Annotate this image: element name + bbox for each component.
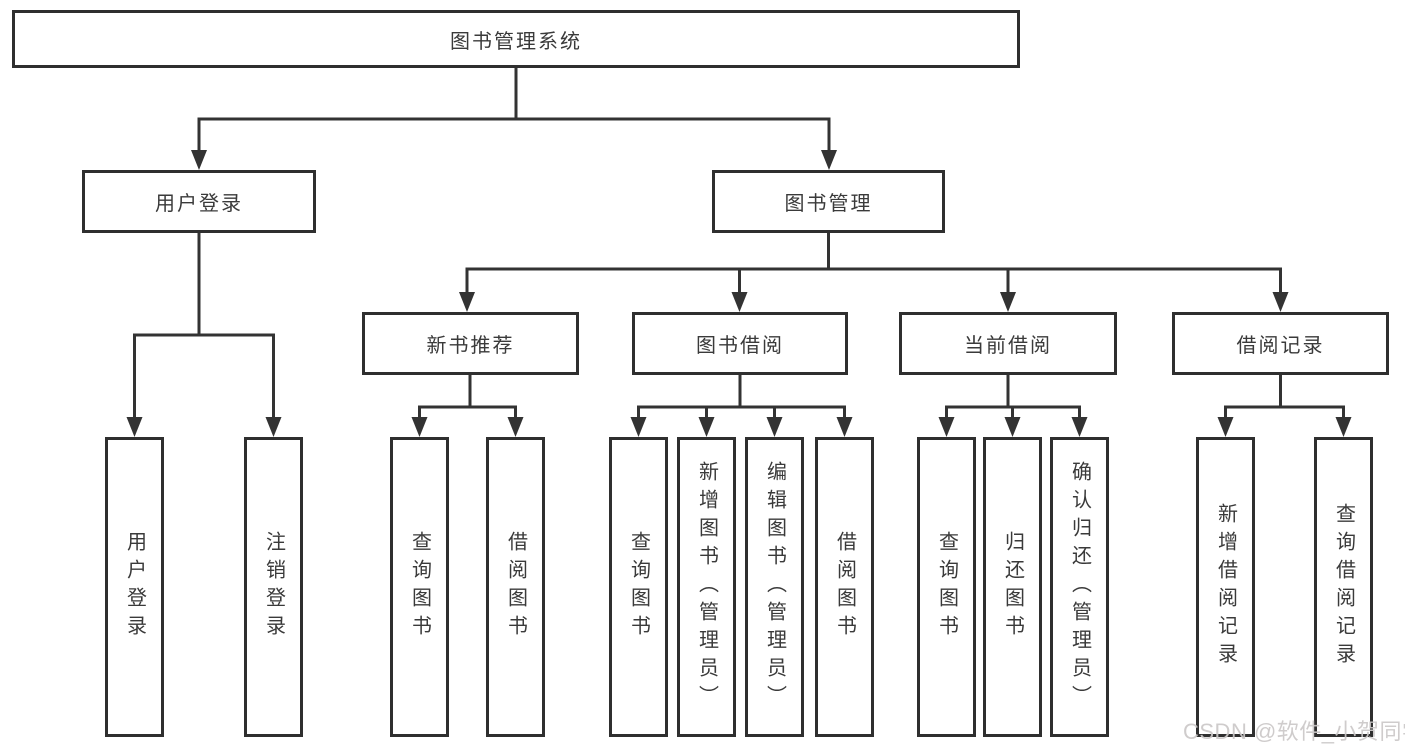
leaf-borrow-books-label: 借阅图书	[833, 531, 856, 643]
arrowhead-leaf-3	[507, 417, 524, 437]
arrowhead-user-login	[191, 150, 207, 170]
leaf-add-borrow-record: 新增借阅记录	[1196, 437, 1255, 737]
leaf-query-books-current-label: 查询图书	[935, 531, 958, 643]
connector-lines	[133, 67, 1345, 419]
arrowhead-leaf-6	[766, 417, 783, 437]
arrowhead-leaf-11	[1217, 417, 1234, 437]
node-book-mgmt-label: 图书管理	[784, 193, 873, 215]
node-borrow-records: 借阅记录	[1172, 312, 1389, 375]
node-book-borrow-label: 图书借阅	[696, 335, 784, 357]
node-new-book-recommend: 新书推荐	[362, 312, 579, 375]
arrowheads	[126, 150, 1352, 437]
leaf-confirm-return-admin: 确认归还（管理员）	[1050, 437, 1109, 737]
connector-user-login-crossbar	[133, 333, 275, 419]
node-borrow-records-label: 借阅记录	[1236, 335, 1325, 357]
connector-recommend-crossbar	[418, 405, 517, 419]
node-current-borrow-label: 当前借阅	[964, 335, 1052, 357]
leaf-logout-label: 注销登录	[262, 531, 285, 643]
node-new-book-recommend-label: 新书推荐	[426, 335, 515, 357]
node-user-login: 用户登录	[82, 170, 316, 233]
node-current-borrow: 当前借阅	[899, 312, 1117, 375]
leaf-add-borrow-record-label: 新增借阅记录	[1214, 503, 1237, 671]
leaf-add-books-admin-label: 新增图书（管理员）	[695, 461, 718, 713]
leaf-add-books-admin: 新增图书（管理员）	[677, 437, 736, 737]
arrowhead-leaf-1	[265, 417, 282, 437]
leaf-query-books-borrow-label: 查询图书	[627, 531, 650, 643]
node-book-mgmt: 图书管理	[712, 170, 945, 233]
leaf-query-borrow-record-label: 查询借阅记录	[1332, 503, 1355, 671]
node-book-borrow: 图书借阅	[632, 312, 848, 375]
leaf-return-books: 归还图书	[983, 437, 1042, 737]
leaf-borrow-books-recommend-label: 借阅图书	[504, 531, 527, 643]
csdn-watermark: CSDN @软件_小贺同学	[1183, 719, 1405, 744]
arrowhead-leaf-2	[411, 417, 428, 437]
arrowhead-book-mgmt	[821, 150, 837, 170]
leaf-borrow-books: 借阅图书	[815, 437, 874, 737]
leaf-query-books-borrow: 查询图书	[609, 437, 668, 737]
connector-level3-crossbar	[465, 267, 1282, 294]
arrowhead-leaf-9	[1004, 417, 1021, 437]
leaf-user-login: 用户登录	[105, 437, 164, 737]
arrowhead-current-borrow	[1000, 292, 1016, 312]
leaf-logout: 注销登录	[244, 437, 303, 737]
node-root: 图书管理系统	[12, 10, 1020, 68]
arrowhead-leaf-12	[1335, 417, 1352, 437]
arrowhead-leaf-8	[938, 417, 955, 437]
leaf-user-login-label: 用户登录	[123, 531, 146, 643]
node-root-label: 图书管理系统	[450, 30, 582, 53]
leaf-return-books-label: 归还图书	[1001, 531, 1024, 643]
leaf-edit-books-admin: 编辑图书（管理员）	[745, 437, 804, 737]
arrowhead-recommend	[459, 292, 475, 312]
arrowhead-leaf-4	[630, 417, 647, 437]
arrowhead-leaf-5	[698, 417, 715, 437]
arrowhead-leaf-10	[1071, 417, 1088, 437]
leaf-query-books-recommend: 查询图书	[390, 437, 449, 737]
connector-borrow-crossbar	[637, 405, 846, 419]
arrowhead-borrow-records	[1272, 292, 1289, 312]
leaf-confirm-return-admin-label: 确认归还（管理员）	[1068, 461, 1091, 713]
arrowhead-book-borrow	[731, 292, 748, 312]
leaf-borrow-books-recommend: 借阅图书	[486, 437, 545, 737]
node-user-login-label: 用户登录	[155, 193, 243, 215]
connector-level2-crossbar	[197, 117, 831, 153]
leaf-edit-books-admin-label: 编辑图书（管理员）	[763, 461, 786, 713]
leaf-query-borrow-record: 查询借阅记录	[1314, 437, 1373, 737]
connector-records-crossbar	[1224, 405, 1345, 419]
leaf-query-books-recommend-label: 查询图书	[408, 531, 431, 643]
arrowhead-leaf-7	[836, 417, 853, 437]
arrowhead-leaf-0	[126, 417, 143, 437]
leaf-query-books-current: 查询图书	[917, 437, 976, 737]
